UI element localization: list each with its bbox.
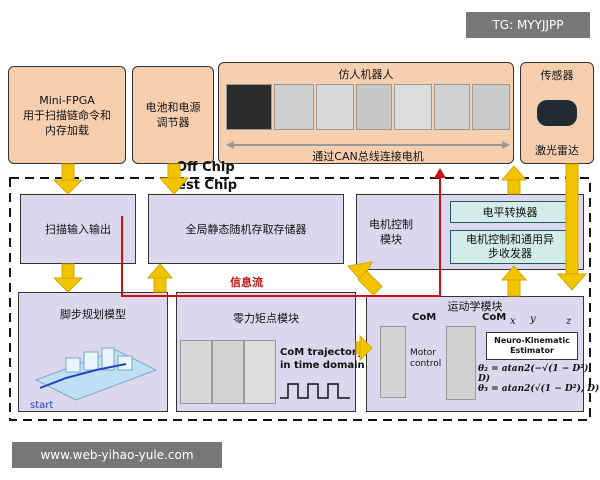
motor-photo-1 [226,84,272,130]
arrow-battery-to-sram [158,163,190,195]
uart-box: 电机控制和通用异 步收发器 [450,230,570,264]
motor-photo-3 [316,84,354,130]
com-label-1: CoM [412,312,437,323]
arrow-scan-to-footstep [52,263,84,293]
neuro-estimator-label: Neuro-Kinematic Estimator [494,336,570,355]
com-label-2: CoM [482,312,507,323]
arrow-sensor-down [556,163,588,291]
lidar-label: 激光雷达 [535,144,579,157]
sensor-box: 传感器 激光雷达 [520,62,594,164]
motor-photo-2 [274,84,314,130]
scan-io-box: 扫描输入输出 [20,194,136,264]
battery-box: 电池和电源 调节器 [132,66,214,164]
zmp-robot-photo-3 [244,340,276,404]
watermark-top: TG: MYYJJPP [466,12,590,38]
kinematics-robot-photo-2 [446,326,476,400]
fpga-box: Mini-FPGA 用于扫描链命令和 内存加载 [8,66,126,164]
axis-z-label: z [566,316,572,327]
fpga-label: Mini-FPGA 用于扫描链命令和 内存加载 [23,93,111,137]
info-flow-label: 信息流 [230,276,263,289]
equation-1: θ₂ = atan2(−√(1 − D²), D) [478,364,592,384]
level-shifter-box: 电平转换器 [450,201,570,223]
start-label: start [30,400,54,411]
motor-photo-6 [434,84,470,130]
can-bus-arrow [226,141,510,149]
sensor-title: 传感器 [540,69,574,82]
arrow-kinematics-to-sram [347,261,383,296]
battery-label: 电池和电源 调节器 [145,101,201,129]
motor-photo-5 [394,84,432,130]
uart-label: 电机控制和通用异 步收发器 [466,233,554,260]
sram-label: 全局静态随机存取存储器 [185,222,307,236]
motor-control-label: Motor control [410,348,442,369]
motor-photo-7 [472,84,510,130]
off-chip-label: Off Chip [176,160,235,175]
zmp-robot-photo-1 [180,340,212,404]
com-trajectory-wave [280,383,350,399]
footstep-label: 脚步规划模型 [60,308,126,321]
motor-ctrl-label: 电机控制 模块 [369,218,413,246]
info-flow-line [121,176,441,297]
zmp-label: 零力矩点模块 [233,312,299,325]
equation-2: θ₃ = atan2(√(1 − D²), D) [478,384,600,394]
info-flow-arrowhead [434,168,446,178]
motor-photo-4 [356,84,392,130]
axis-x-label: x [510,316,516,327]
sram-box: 全局静态随机存取存储器 [148,194,344,264]
arrow-kinematics-to-uart [500,265,528,297]
lidar-icon [537,100,577,126]
zmp-robot-photo-2 [212,340,244,404]
test-chip-label: Test Chip [170,178,237,193]
axis-y-label: y [530,314,536,325]
kinematics-label: 运动学模块 [447,300,503,313]
robot-title: 仿人机器人 [338,68,394,81]
level-shifter-label: 电平转换器 [482,205,538,219]
arrow-motor-to-robot [500,165,528,195]
kinematics-robot-photo-1 [380,326,406,398]
can-bus-label: 通过CAN总线连接电机 [312,150,424,163]
arrow-fpga-to-scan [52,163,84,195]
neuro-estimator-box: Neuro-Kinematic Estimator [486,332,578,360]
com-trajectory-label: CoM trajectory in time domain [280,347,365,371]
scan-io-label: 扫描输入输出 [45,222,111,236]
arrow-zmp-to-kinematics [355,334,373,362]
arrow-zmp-to-sram [146,263,174,293]
footstep-map [34,347,158,401]
watermark-bottom: www.web-yihao-yule.com [12,442,222,468]
